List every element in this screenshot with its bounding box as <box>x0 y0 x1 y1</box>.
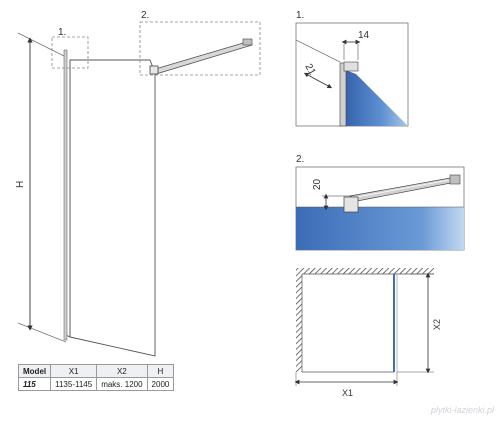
spec-header-x1: X1 <box>50 364 98 378</box>
watermark: plytki-lazienki.pl <box>430 405 494 415</box>
detail1-wall-line <box>295 39 341 63</box>
stabilizer-bar <box>151 40 253 75</box>
detail2-frame <box>139 21 261 76</box>
spec-table-header-row: Model X1 X2 H <box>17 364 175 378</box>
spec-cell-model: 115 <box>17 377 52 391</box>
callout-1-detail: 1. <box>296 10 304 21</box>
detail1-dim21-line <box>303 72 333 89</box>
callout-2-detail: 2. <box>296 154 304 165</box>
stabilizer-wall-mount <box>242 38 253 46</box>
spec-header-x2: X2 <box>96 364 148 378</box>
detail1-profile <box>339 62 347 127</box>
dim21-label: 21 <box>302 62 317 78</box>
detail2-wall-mount <box>449 174 461 185</box>
x2-label: X2 <box>432 319 442 330</box>
spec-cell-x2: maks. 1200 <box>96 377 148 391</box>
x1-label: X1 <box>342 388 353 398</box>
height-label: H <box>15 181 26 188</box>
glass-panel-outline <box>65 52 156 357</box>
plan-wall-left <box>296 268 302 372</box>
spec-header-model: Model <box>17 364 52 378</box>
callout-2-main: 2. <box>141 10 149 21</box>
plan-wall-top <box>296 268 434 274</box>
table-row: 115 1135-1145 maks. 1200 2000 <box>17 377 175 391</box>
spec-header-h: H <box>146 364 175 378</box>
wall-profile <box>63 49 68 341</box>
spec-cell-h: 2000 <box>146 377 175 391</box>
main-panel-view <box>17 21 261 357</box>
stabilizer-clamp <box>149 65 159 75</box>
detail2-view <box>295 166 465 251</box>
detail1-clamp-top <box>343 61 359 72</box>
dim14-label: 14 <box>358 30 370 41</box>
wall-bottom-edge <box>17 322 67 343</box>
detail2-bar-highlight <box>351 179 450 199</box>
plan-view <box>294 268 434 386</box>
detail1-frame <box>51 36 89 69</box>
spec-cell-x1: 1135-1145 <box>50 377 98 391</box>
detail1-view <box>295 22 409 127</box>
detail1-glass <box>340 68 408 126</box>
detail2-glass <box>296 207 464 250</box>
wall-top-edge <box>17 32 67 58</box>
dim20-label: 20 <box>312 178 323 190</box>
spec-table: Model X1 X2 H 115 1135-1145 maks. 1200 2… <box>17 364 175 391</box>
callout-1-main: 1. <box>58 27 66 38</box>
detail2-clamp <box>343 196 359 213</box>
